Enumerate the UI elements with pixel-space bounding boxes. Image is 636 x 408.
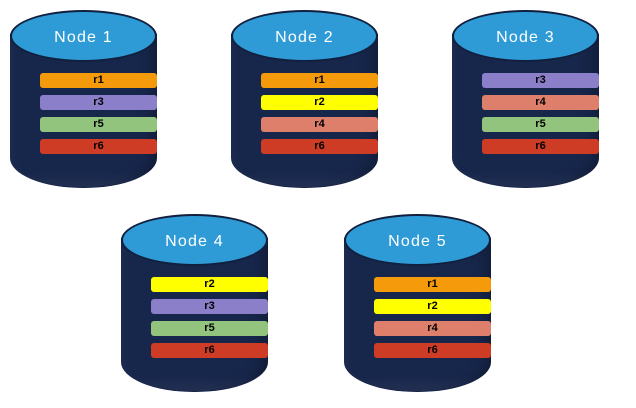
replica-list: r1 r3 r5 r6 (40, 73, 157, 154)
node-top-ellipse: Node 5 (344, 214, 491, 266)
replica-bar-r3[interactable]: r3 (40, 95, 157, 110)
replica-bar-r5[interactable]: r5 (482, 117, 599, 132)
replica-bar-r4[interactable]: r4 (482, 95, 599, 110)
replica-bar-r1[interactable]: r1 (40, 73, 157, 88)
replica-bar-r2[interactable]: r2 (151, 277, 268, 292)
replica-bar-r6[interactable]: r6 (261, 139, 378, 154)
node-top-ellipse: Node 1 (10, 10, 157, 62)
replica-bar-r1[interactable]: r1 (261, 73, 378, 88)
node-cylinder-5[interactable]: Node 5 r1 r2 r4 r6 (344, 214, 491, 392)
replica-bar-r5[interactable]: r5 (40, 117, 157, 132)
replica-bar-r1[interactable]: r1 (374, 277, 491, 292)
replica-list: r3 r4 r5 r6 (482, 73, 599, 154)
replica-bar-r6[interactable]: r6 (482, 139, 599, 154)
replica-bar-r6[interactable]: r6 (151, 343, 268, 358)
node-title: Node 4 (165, 233, 224, 250)
node-cylinder-1[interactable]: Node 1 r1 r3 r5 r6 (10, 10, 157, 188)
replica-list: r1 r2 r4 r6 (374, 277, 491, 358)
replica-bar-r2[interactable]: r2 (374, 299, 491, 314)
replica-bar-r3[interactable]: r3 (482, 73, 599, 88)
node-cylinder-4[interactable]: Node 4 r2 r3 r5 r6 (121, 214, 268, 392)
replica-bar-r3[interactable]: r3 (151, 299, 268, 314)
replica-bar-r4[interactable]: r4 (261, 117, 378, 132)
replica-bar-r5[interactable]: r5 (151, 321, 268, 336)
node-top-ellipse: Node 4 (121, 214, 268, 266)
node-top-ellipse: Node 2 (231, 10, 378, 62)
node-cylinder-3[interactable]: Node 3 r3 r4 r5 r6 (452, 10, 599, 188)
replica-bar-r6[interactable]: r6 (374, 343, 491, 358)
node-title: Node 5 (388, 233, 447, 250)
node-title: Node 3 (496, 29, 555, 46)
replica-bar-r2[interactable]: r2 (261, 95, 378, 110)
replica-list: r1 r2 r4 r6 (261, 73, 378, 154)
node-title: Node 1 (54, 29, 113, 46)
replica-bar-r4[interactable]: r4 (374, 321, 491, 336)
replica-list: r2 r3 r5 r6 (151, 277, 268, 358)
node-top-ellipse: Node 3 (452, 10, 599, 62)
node-cylinder-2[interactable]: Node 2 r1 r2 r4 r6 (231, 10, 378, 188)
node-title: Node 2 (275, 29, 334, 46)
replica-bar-r6[interactable]: r6 (40, 139, 157, 154)
